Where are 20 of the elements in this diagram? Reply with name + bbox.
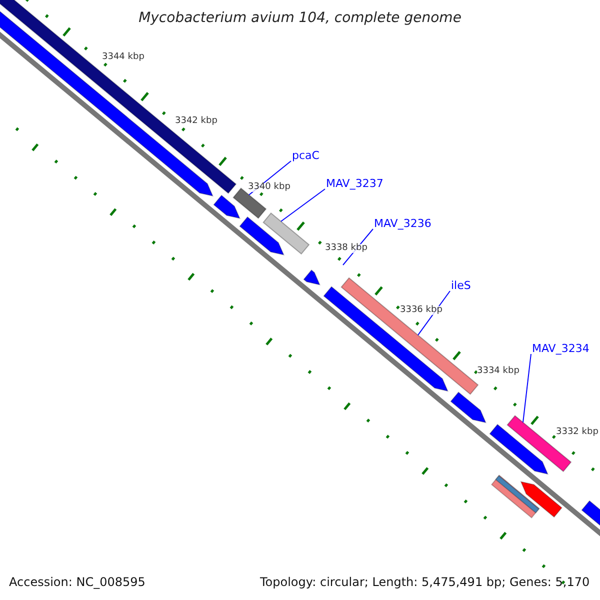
gene-bar: [262, 212, 310, 255]
gene-label: MAV_3236: [374, 218, 432, 229]
title: Mycobacterium avium 104, complete genome: [138, 11, 462, 25]
gene-label: ileS: [451, 280, 471, 291]
gene-label: pcaC: [292, 150, 320, 161]
footer-text: Accession: NC_008595: [9, 576, 146, 588]
leader-line: [280, 188, 326, 222]
scale-label: 3336 kbp: [400, 306, 442, 315]
scale-label: 3344 kbp: [102, 53, 144, 62]
scale-label: 3340 kbp: [248, 183, 290, 192]
gene-bar: [340, 277, 479, 395]
footer-text: Topology: circular; Length: 5,475,491 bp; Genes: 5,170: [260, 576, 590, 588]
gene-bar: [232, 188, 267, 219]
leader-line: [522, 354, 532, 423]
scale-label: 3334 kbp: [477, 367, 520, 376]
scale-label: 3342 kbp: [175, 117, 218, 126]
scale-label: 3332 kbp: [556, 428, 598, 437]
gene-label: MAV_3234: [532, 343, 590, 354]
gene-label: MAV_3237: [326, 178, 384, 189]
scale-label: 3338 kbp: [325, 244, 368, 253]
